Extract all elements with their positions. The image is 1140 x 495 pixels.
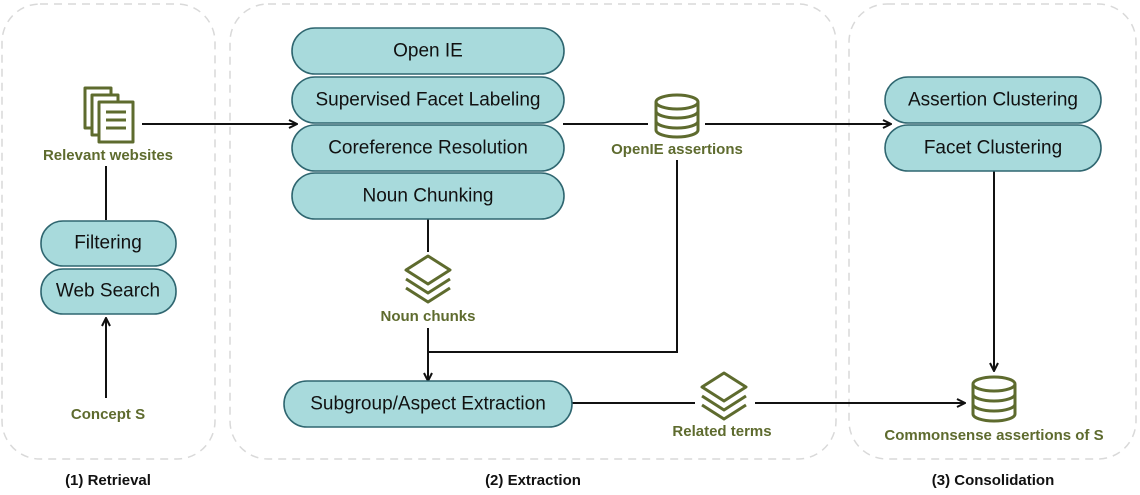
open-ie-box [291,27,565,75]
extraction-panel [229,3,837,460]
edge-openie-to-subgroup [428,160,678,353]
noun-chunking-label: Noun Chunking [363,186,494,207]
relevant-websites-label: Relevant websites [43,147,173,164]
web-search-box [40,268,177,315]
subgroup-aspect-extraction-label: Subgroup/Aspect Extraction [310,394,546,415]
supervised-facet-labeling-box [291,76,565,124]
extraction-section-label: (2) Extraction [485,472,581,489]
consolidation-section-label: (3) Consolidation [932,472,1055,489]
openie-assertions-label: OpenIE assertions [611,141,743,158]
assertion-clustering-label: Assertion Clustering [908,90,1078,111]
filtering-box [40,220,177,267]
noun-chunks-label: Noun chunks [380,308,475,325]
consolidation-panel [848,3,1137,460]
database-icon [654,93,700,139]
assertion-clustering-box [884,76,1102,124]
subgroup-aspect-extraction-box [283,380,573,428]
noun-chunking-box [291,172,565,220]
related-terms-label: Related terms [672,423,771,440]
web-search-label: Web Search [56,281,160,302]
filtering-label: Filtering [74,233,142,254]
documents-icon [83,86,135,144]
layers-icon [404,254,452,304]
concept-label: Concept S [71,406,145,423]
facet-clustering-label: Facet Clustering [924,138,1062,159]
coreference-resolution-box [291,124,565,172]
retrieval-section-label: (1) Retrieval [65,472,151,489]
database-icon [971,375,1017,423]
layers-icon [700,371,748,421]
open-ie-label: Open IE [393,41,463,62]
commonsense-assertions-label: Commonsense assertions of S [884,427,1103,444]
supervised-facet-labeling-label: Supervised Facet Labeling [316,90,541,111]
facet-clustering-box [884,124,1102,172]
coreference-resolution-label: Coreference Resolution [328,138,528,159]
retrieval-panel [1,3,216,460]
